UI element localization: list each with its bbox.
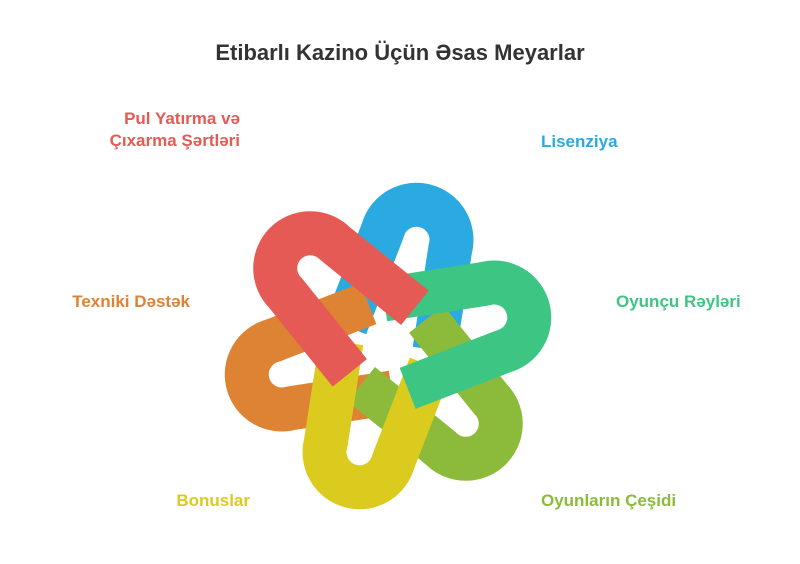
label-bonuslar-line-1: Bonuslar (176, 491, 250, 510)
label-oyunlarin-cesidi: Oyunların Çeşidi (541, 490, 676, 512)
loop-tex (224, 283, 396, 432)
label-oyuncu-reyleri: Oyunçu Rəyləri (616, 291, 741, 313)
label-pul-yatirma-line-1: Pul Yatırma və (124, 109, 240, 128)
loop-lis (325, 182, 474, 354)
loop-ces (347, 305, 523, 481)
label-bonuslar: Bonuslar (0, 490, 250, 512)
label-lisenziya-line-1: Lisenziya (541, 132, 618, 151)
label-lisenziya: Lisenziya (541, 131, 618, 153)
loop-pul (253, 211, 429, 387)
label-oyunlarin-cesidi-line-1: Oyunların Çeşidi (541, 491, 677, 510)
label-texniki-destek-line-1: Texniki Dəstək (72, 292, 190, 311)
label-oyuncu-reyleri-line-1: Oyunçu Rəyləri (616, 292, 741, 311)
label-pul-yatirma-line-2: Çıxarma Şərtləri (109, 131, 240, 150)
label-texniki-destek: Texniki Dəstək (0, 291, 190, 313)
diagram-title: Etibarlı Kazino Üçün Əsas Meyarlar (215, 40, 585, 65)
loop-oyu (380, 260, 552, 409)
label-pul-yatirma: Pul Yatırma və Çıxarma Şərtləri (40, 108, 240, 152)
loop-bon (302, 338, 451, 510)
